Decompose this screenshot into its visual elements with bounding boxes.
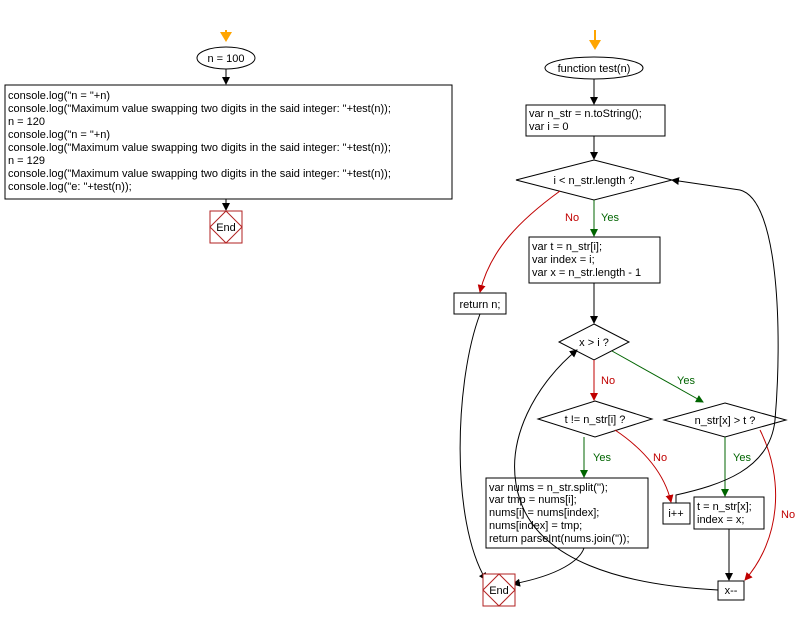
loop-condition-label: i < n_str.length ? [553, 175, 634, 187]
left-start-arrow [220, 30, 232, 42]
left-code-line: n = 129 [8, 155, 45, 167]
edge-dec-condx [514, 349, 719, 591]
function-label: function test(n) [558, 63, 631, 75]
body-line: var t = n_str[i]; [532, 241, 602, 253]
loop-body-block: var t = n_str[i]; var index = i; var x =… [528, 236, 661, 284]
condition-t-node: t != n_str[i] ? [536, 400, 654, 438]
assign-line: index = x; [697, 514, 744, 526]
assign-block: t = n_str[x]; index = x; [693, 496, 765, 530]
loop-condition-node: i < n_str.length ? [515, 159, 673, 201]
condition-x-label: x > i ? [579, 337, 609, 349]
swap-line: var tmp = nums[i]; [489, 494, 577, 506]
left-end-node: End [209, 210, 243, 244]
left-code-line: console.log("Maximum value swapping two … [8, 168, 391, 180]
condnx-no-label: No [781, 509, 795, 521]
edge-condnx-no [744, 429, 777, 581]
left-code-line: console.log("Maximum value swapping two … [8, 142, 391, 154]
right-end-node: End [482, 573, 516, 607]
condx-no-label: No [601, 375, 615, 387]
left-code-line: console.log("n = "+n) [8, 129, 110, 141]
decrement-x-node: x-- [717, 580, 745, 601]
increment-i-label: i++ [668, 508, 683, 520]
edge-loop-no [477, 190, 561, 293]
swap-block: var nums = n_str.split(''); var tmp = nu… [485, 477, 649, 549]
left-code-line: n = 120 [8, 116, 45, 128]
condition-nx-label: n_str[x] > t ? [695, 415, 756, 427]
condt-yes-label: Yes [593, 452, 611, 464]
left-start-label: n = 100 [207, 53, 244, 65]
decrement-x-label: x-- [725, 585, 738, 597]
swap-line: nums[index] = tmp; [489, 520, 582, 532]
condition-t-label: t != n_str[i] ? [565, 414, 626, 426]
left-end-label: End [216, 222, 236, 234]
left-code-line: console.log("e: "+test(n)); [8, 181, 132, 193]
left-start-node: n = 100 [196, 46, 256, 70]
return-n-node: return n; [453, 292, 507, 315]
edge-condt-no [614, 429, 674, 503]
function-node: function test(n) [544, 56, 644, 80]
loop-yes-label: Yes [601, 212, 619, 224]
return-n-label: return n; [460, 299, 501, 311]
edge-return-end [459, 313, 487, 581]
init-block: var n_str = n.toString(); var i = 0 [525, 104, 666, 137]
edge-swap-end [512, 547, 585, 587]
swap-line: var nums = n_str.split(''); [489, 482, 608, 494]
left-code-line: console.log("n = "+n) [8, 90, 110, 102]
condition-nx-node: n_str[x] > t ? [662, 402, 788, 438]
left-code-line: console.log("Maximum value swapping two … [8, 103, 391, 115]
right-end-label: End [489, 585, 509, 597]
init-line: var i = 0 [529, 121, 568, 133]
condx-yes-label: Yes [677, 375, 695, 387]
condnx-yes-label: Yes [733, 452, 751, 464]
init-line: var n_str = n.toString(); [529, 108, 642, 120]
condt-no-label: No [653, 452, 667, 464]
edge-condx-yes [611, 350, 704, 403]
swap-line: return parseInt(nums.join('')); [489, 533, 630, 545]
body-line: var x = n_str.length - 1 [532, 267, 641, 279]
edge-inc-loop [671, 177, 779, 503]
loop-no-label: No [565, 212, 579, 224]
left-code-block: console.log("n = "+n) console.log("Maxim… [4, 84, 453, 200]
increment-i-node: i++ [662, 502, 691, 525]
body-line: var index = i; [532, 254, 595, 266]
swap-line: nums[i] = nums[index]; [489, 507, 599, 519]
assign-line: t = n_str[x]; [697, 501, 752, 513]
right-start-arrow [589, 30, 601, 50]
